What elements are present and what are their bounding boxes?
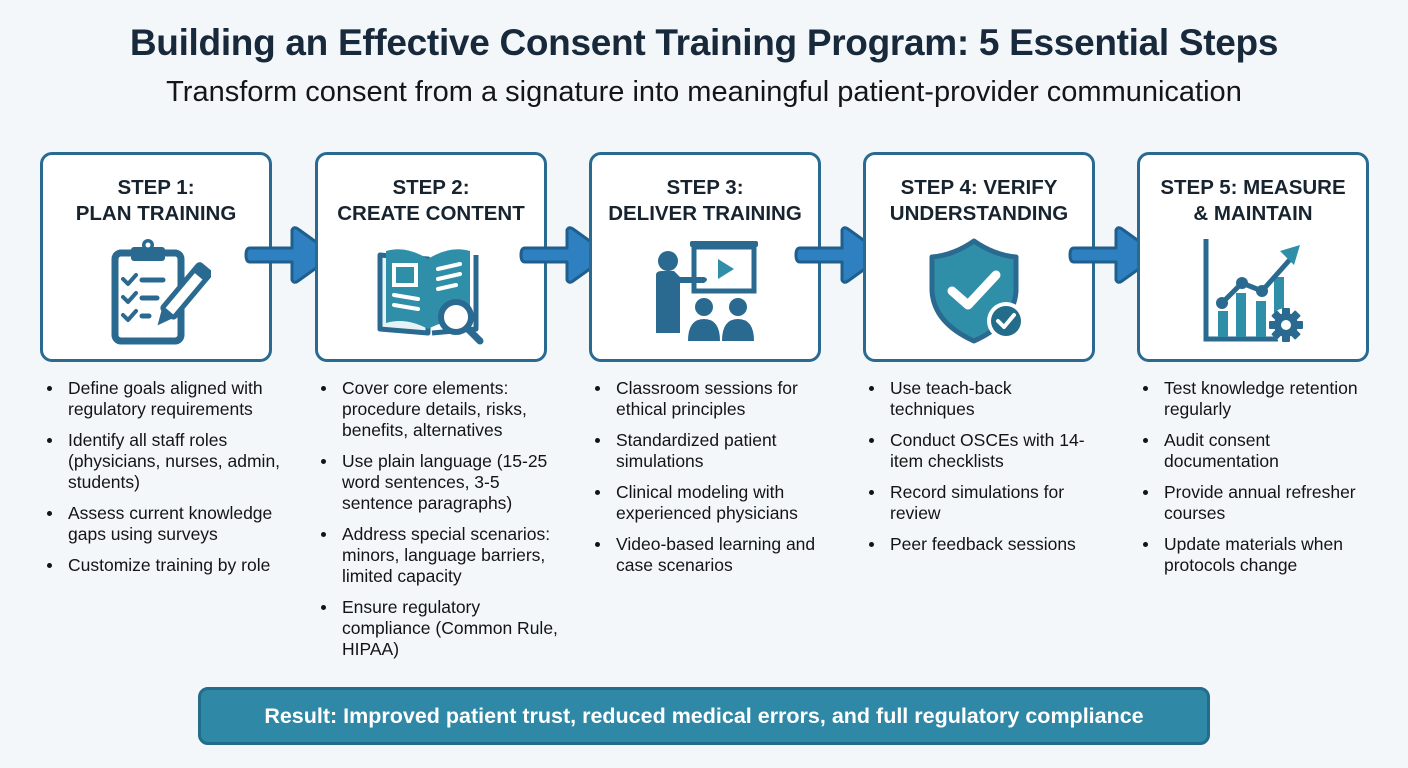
step-2-bullet-list: Cover core elements: procedure details, … xyxy=(314,378,564,670)
list-item: Test knowledge retention regularly xyxy=(1136,378,1376,420)
list-item: Conduct OSCEs with 14-item checklists xyxy=(862,430,1092,472)
step-2-title: STEP 2: CREATE CONTENT xyxy=(318,175,544,227)
list-item: Video-based learning and case scenarios xyxy=(588,534,838,576)
shield-check-icon xyxy=(929,238,1025,344)
list-item: Peer feedback sessions xyxy=(862,534,1092,555)
list-item: Cover core elements: procedure details, … xyxy=(314,378,564,441)
page-subtitle: Transform consent from a signature into … xyxy=(166,76,1242,108)
list-item: Clinical modeling with experienced physi… xyxy=(588,482,838,524)
list-item: Use plain language (15-25 word sentences… xyxy=(314,451,564,514)
list-item: Standardized patient simulations xyxy=(588,430,838,472)
step-3-card: STEP 3: DELIVER TRAINING xyxy=(589,152,821,362)
step-2-title-line1: STEP 2: xyxy=(392,176,470,199)
step-4-title-line1: STEP 4: VERIFY xyxy=(900,176,1058,199)
chart-gear-icon xyxy=(1203,239,1303,342)
step-2-card: STEP 2: CREATE CONTENT xyxy=(315,152,547,362)
arrow-right-icon xyxy=(519,226,609,284)
step-4-title: STEP 4: VERIFY UNDERSTANDING xyxy=(866,175,1092,227)
arrow-right-icon xyxy=(794,226,884,284)
step-4-card: STEP 4: VERIFY UNDERSTANDING xyxy=(863,152,1095,362)
step-4-bullet-list: Use teach-back techniques Conduct OSCEs … xyxy=(862,378,1092,565)
list-item: Update materials when protocols change xyxy=(1136,534,1376,576)
clipboard-checklist-pencil-icon xyxy=(111,239,211,345)
step-1-card: STEP 1: PLAN TRAINING xyxy=(40,152,272,362)
list-item: Identify all staff roles (physicians, nu… xyxy=(40,430,290,493)
arrow-right-icon xyxy=(244,226,334,284)
result-banner: Result: Improved patient trust, reduced … xyxy=(198,687,1210,745)
list-item: Record simulations for review xyxy=(862,482,1092,524)
step-1-title-line1: STEP 1: xyxy=(117,176,195,199)
step-1-title: STEP 1: PLAN TRAINING xyxy=(43,175,269,227)
list-item: Classroom sessions for ethical principle… xyxy=(588,378,838,420)
presenter-audience-icon xyxy=(656,241,758,341)
list-item: Audit consent documentation xyxy=(1136,430,1376,472)
step-3-title-line1: STEP 3: xyxy=(666,176,744,199)
step-5-card: STEP 5: MEASURE & MAINTAIN xyxy=(1137,152,1369,362)
list-item: Address special scenarios: minors, langu… xyxy=(314,524,564,587)
list-item: Ensure regulatory compliance (Common Rul… xyxy=(314,597,564,660)
list-item: Define goals aligned with regulatory req… xyxy=(40,378,290,420)
open-book-magnifier-icon xyxy=(377,249,484,345)
list-item: Provide annual refresher courses xyxy=(1136,482,1376,524)
step-5-title: STEP 5: MEASURE & MAINTAIN xyxy=(1140,175,1366,227)
result-text: Result: Improved patient trust, reduced … xyxy=(264,703,1144,728)
step-3-title: STEP 3: DELIVER TRAINING xyxy=(592,175,818,227)
arrow-right-icon xyxy=(1068,226,1158,284)
step-5-title-line2: & MAINTAIN xyxy=(1193,202,1313,225)
step-3-title-line2: DELIVER TRAINING xyxy=(608,202,802,225)
list-item: Customize training by role xyxy=(40,555,290,576)
step-1-bullet-list: Define goals aligned with regulatory req… xyxy=(40,378,290,586)
step-3-bullet-list: Classroom sessions for ethical principle… xyxy=(588,378,838,586)
page-title: Building an Effective Consent Training P… xyxy=(129,22,1279,63)
step-4-title-line2: UNDERSTANDING xyxy=(889,202,1069,225)
step-5-title-line1: STEP 5: MEASURE xyxy=(1160,176,1346,199)
step-1-title-line2: PLAN TRAINING xyxy=(75,202,237,225)
list-item: Use teach-back techniques xyxy=(862,378,1092,420)
step-2-title-line2: CREATE CONTENT xyxy=(337,202,525,225)
step-5-bullet-list: Test knowledge retention regularly Audit… xyxy=(1136,378,1376,586)
list-item: Assess current knowledge gaps using surv… xyxy=(40,503,290,545)
